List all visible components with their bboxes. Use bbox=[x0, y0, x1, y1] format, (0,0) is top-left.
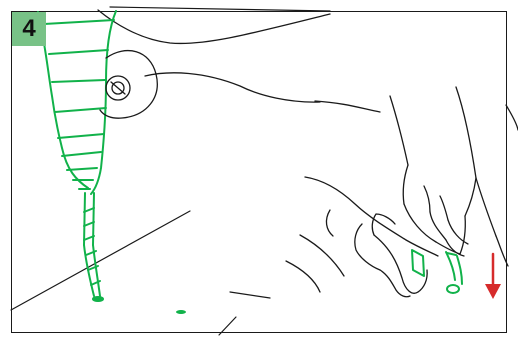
drill-handle bbox=[100, 51, 157, 119]
step-number-badge: 4 bbox=[12, 12, 46, 46]
board-outline bbox=[11, 7, 330, 335]
dowel-plug-icon bbox=[412, 250, 462, 293]
drill-hole-mark bbox=[176, 310, 186, 314]
down-arrow-icon bbox=[485, 254, 501, 299]
drill-icon bbox=[38, 11, 116, 301]
drill-hand bbox=[98, 10, 380, 112]
right-hand bbox=[286, 87, 518, 297]
